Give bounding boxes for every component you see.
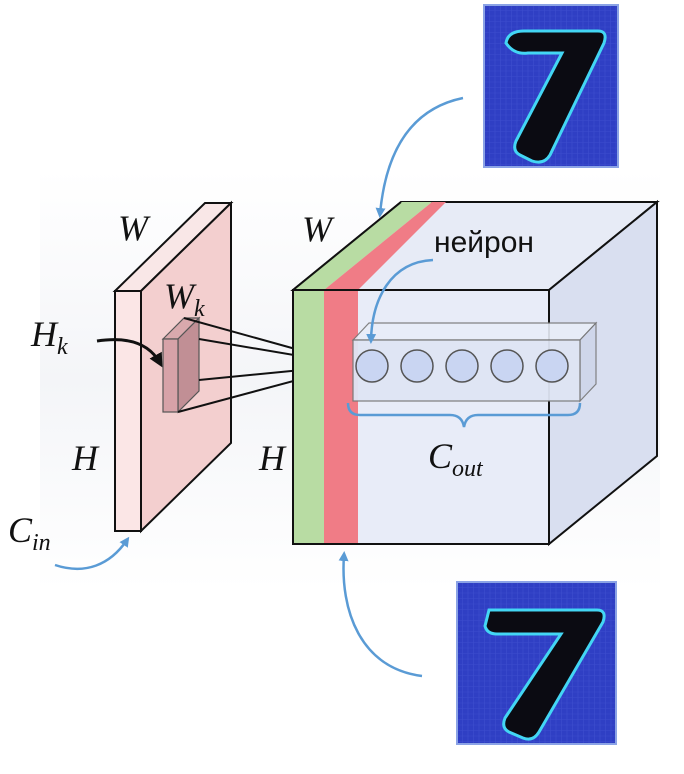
neuron bbox=[535, 349, 569, 383]
input-front-face bbox=[114, 290, 142, 532]
output-channels-label: Cout bbox=[428, 436, 483, 482]
arrow-top-map bbox=[375, 96, 464, 218]
input-height-label: H bbox=[72, 438, 98, 478]
arrow-hk bbox=[96, 338, 163, 368]
kernel-width-label: Wk bbox=[164, 276, 205, 322]
neuron bbox=[490, 349, 524, 383]
neuron-box-top bbox=[351, 322, 598, 341]
green-channel-front bbox=[293, 290, 324, 544]
arrow-neuron bbox=[366, 258, 434, 344]
neuron bbox=[445, 349, 479, 383]
neuron bbox=[400, 349, 434, 383]
red-channel-top bbox=[324, 202, 446, 290]
neurons bbox=[355, 349, 569, 383]
bottom-feature-map bbox=[456, 581, 617, 745]
output-tensor bbox=[290, 199, 660, 547]
top-feature-map bbox=[483, 4, 619, 168]
neuron-label: нейрон bbox=[434, 226, 534, 259]
kernel-height-label: Hk bbox=[31, 314, 68, 360]
output-height-label: H bbox=[259, 438, 285, 478]
input-tensor bbox=[112, 200, 234, 534]
neuron bbox=[355, 349, 389, 383]
red-channel-front bbox=[324, 290, 358, 544]
arrow-bottom-map bbox=[338, 551, 423, 678]
cout-brace bbox=[346, 402, 582, 428]
green-channel-top bbox=[293, 202, 432, 290]
kernel-patch-front bbox=[162, 338, 179, 413]
input-channels-label: Cin bbox=[8, 510, 51, 556]
output-width-label: W bbox=[302, 209, 332, 249]
input-width-label: W bbox=[118, 208, 148, 248]
arrow-cin bbox=[54, 536, 130, 570]
